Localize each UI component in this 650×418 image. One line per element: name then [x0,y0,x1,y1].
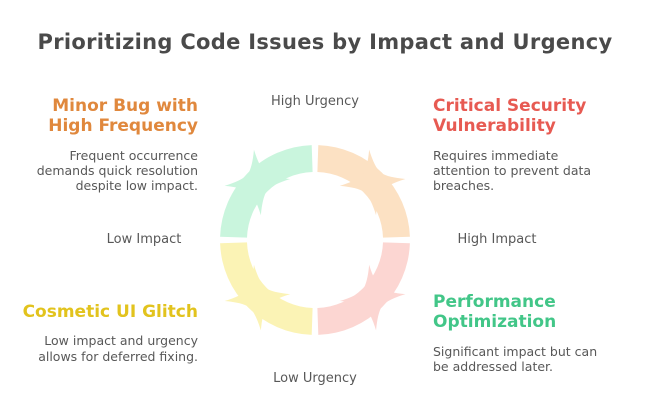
section-performance-optimization-heading: Performance Optimization [433,292,557,333]
section-cosmetic-glitch-heading: Cosmetic UI Glitch [22,302,198,322]
section-cosmetic-glitch: Cosmetic UI Glitch Low impact and urgenc… [8,302,198,364]
section-minor-bug-body: Frequent occurrence demands quick resolu… [36,147,198,194]
arrow-star-bottom-right-icon [339,264,406,331]
arrow-star-bottom-left-icon [224,264,291,331]
axis-label-low-urgency: Low Urgency [273,371,357,386]
section-performance-optimization-body: Significant impact but can be addressed … [433,343,598,375]
axis-label-low-impact: Low Impact [106,232,182,247]
section-critical-security: Critical Security Vulnerability Requires… [433,96,638,194]
axis-label-high-impact: High Impact [457,232,537,247]
section-minor-bug: Minor Bug with High Frequency Frequent o… [8,96,198,194]
section-performance-optimization: Performance Optimization Significant imp… [433,292,638,374]
page-title: Prioritizing Code Issues by Impact and U… [37,30,613,54]
section-cosmetic-glitch-body: Low impact and urgency allows for deferr… [38,333,198,364]
arrow-star-top-left-icon [224,149,291,216]
cycle-diagram [220,145,410,335]
arrow-star-top-right-icon [339,149,406,216]
axis-label-high-urgency: High Urgency [271,94,359,109]
section-critical-security-heading: Critical Security Vulnerability [433,96,587,137]
section-minor-bug-heading: Minor Bug with High Frequency [48,96,198,137]
section-critical-security-body: Requires immediate attention to prevent … [433,147,592,194]
